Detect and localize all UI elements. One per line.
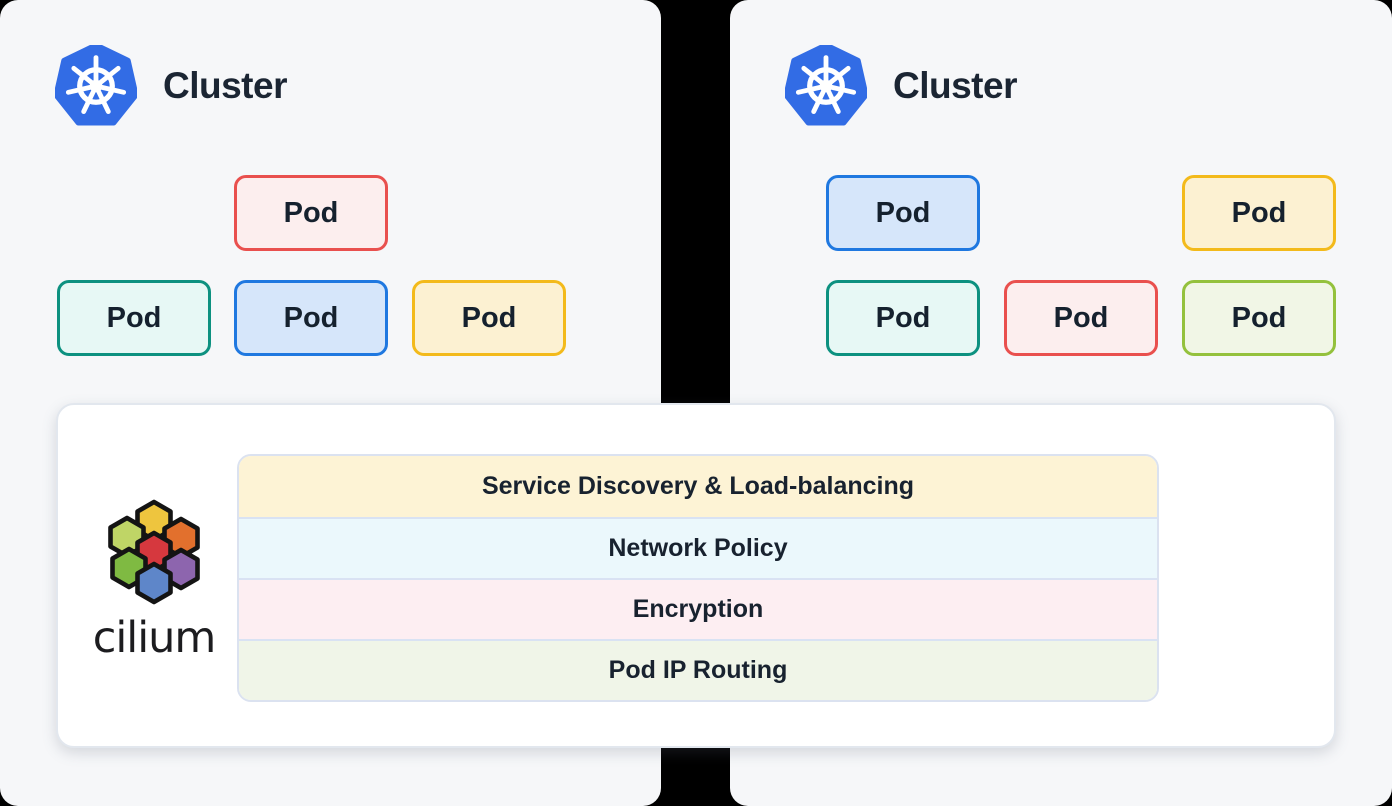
feature-label: Service Discovery & Load-balancing bbox=[481, 472, 915, 500]
cilium-panel: cilium Service Discovery & Load-balancin… bbox=[56, 403, 1336, 748]
pod-label: Pod bbox=[875, 301, 931, 334]
feature-service-discovery: Service Discovery & Load-balancing bbox=[239, 456, 1157, 517]
pod-yellow: Pod bbox=[1182, 175, 1336, 251]
cilium-logo-icon bbox=[108, 499, 200, 605]
pod-label: Pod bbox=[283, 196, 339, 229]
pod-green: Pod bbox=[1182, 280, 1336, 356]
pod-blue: Pod bbox=[234, 280, 388, 356]
kubernetes-logo-icon bbox=[785, 45, 867, 126]
pod-label: Pod bbox=[1231, 196, 1287, 229]
pod-red: Pod bbox=[1004, 280, 1158, 356]
cilium-feature-stack: Service Discovery & Load-balancing Netwo… bbox=[237, 454, 1159, 702]
cluster-title: Cluster bbox=[163, 65, 287, 106]
feature-pod-ip-routing: Pod IP Routing bbox=[239, 639, 1157, 700]
pod-blue: Pod bbox=[826, 175, 980, 251]
feature-network-policy: Network Policy bbox=[239, 517, 1157, 578]
pod-label: Pod bbox=[875, 196, 931, 229]
pod-label: Pod bbox=[1231, 301, 1287, 334]
pod-teal: Pod bbox=[826, 280, 980, 356]
feature-label: Pod IP Routing bbox=[608, 656, 788, 684]
pod-label: Pod bbox=[283, 301, 339, 334]
pod-label: Pod bbox=[106, 301, 162, 334]
feature-encryption: Encryption bbox=[239, 578, 1157, 639]
kubernetes-logo-icon bbox=[55, 45, 137, 126]
pod-yellow: Pod bbox=[412, 280, 566, 356]
feature-label: Network Policy bbox=[608, 534, 788, 562]
cluster-header: Cluster bbox=[785, 45, 1017, 127]
pod-teal: Pod bbox=[57, 280, 211, 356]
cluster-title: Cluster bbox=[893, 65, 1017, 106]
cilium-wordmark: cilium bbox=[92, 613, 217, 663]
pod-label: Pod bbox=[461, 301, 517, 334]
cluster-header: Cluster bbox=[55, 45, 287, 127]
pod-label: Pod bbox=[1053, 301, 1109, 334]
feature-label: Encryption bbox=[632, 595, 764, 623]
pod-red: Pod bbox=[234, 175, 388, 251]
cilium-brand: cilium bbox=[86, 499, 222, 663]
